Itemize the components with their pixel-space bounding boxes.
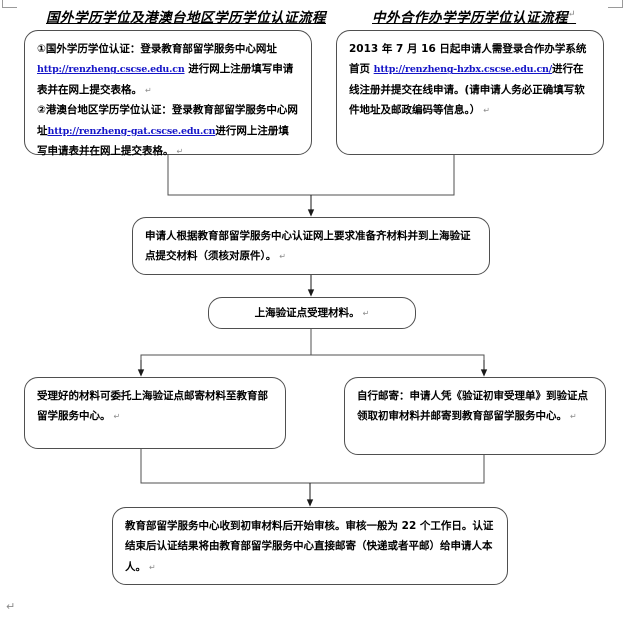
pilcrow-icon: ↵ (145, 85, 152, 95)
node-review-and-delivery: 教育部留学服务中心收到初审材料后开始审核。审核一般为 22 个工作日。认证结束后… (112, 507, 508, 585)
pilcrow-icon: ↵ (483, 106, 490, 116)
node-prepare-text: 申请人根据教育部留学服务中心认证网上要求准备齐材料并到上海验证点提交材料（须核对… (145, 230, 471, 263)
node-joint-text-a: 2013 年 7 月 16 日起申请人需登录合作办学系统首页 (349, 43, 587, 76)
link-renzheng-cscse[interactable]: http://renzheng.cscse.edu.cn (37, 64, 185, 76)
node-joint-text-b: 进行在线注册并提交在线申请。(请申请人务必正确填写软件地址及邮政编码等信息。） (349, 63, 585, 117)
pilcrow-icon: ↵ (362, 308, 370, 318)
title-joint-program-process: 中外合作办学学历学位认证流程↵ (372, 6, 577, 27)
page-paragraph-mark: ↵ (6, 600, 16, 613)
title-foreign-degree-process: 国外学历学位及港澳台地区学历学位认证流程 (46, 10, 326, 26)
node-review-text-wrap: 教育部留学服务中心收到初审材料后开始审核。审核一般为 22 个工作日。认证结束后… (125, 516, 495, 577)
node-accept-materials: 上海验证点受理材料。↵ (208, 297, 416, 329)
node-foreign-degree-registration: ①国外学历学位认证：登录教育部留学服务中心网址 http://renzheng.… (24, 30, 312, 157)
node-joint-program-registration: 2013 年 7 月 16 日起申请人需登录合作办学系统首页 http://re… (336, 30, 604, 155)
pilcrow-icon: ↵ (568, 9, 577, 20)
link-renzheng-hzbx-cscse[interactable]: http://renzheng-hzbx.cscse.edu.cn/ (373, 64, 553, 76)
node-review-text: 教育部留学服务中心收到初审材料后开始审核。审核一般为 22 个工作日。认证结束后… (125, 520, 494, 573)
node-entrust-mailing: 受理好的材料可委托上海验证点邮寄材料至教育部留学服务中心。↵ (24, 377, 286, 449)
pilcrow-icon: ↵ (279, 252, 286, 262)
title-joint-program-text: 中外合作办学学历学位认证流程 (372, 10, 568, 26)
page-crop-mark-top-left (2, 0, 17, 8)
pilcrow-icon: ↵ (149, 562, 156, 572)
node-foreign-line-1: ①国外学历学位认证：登录教育部留学服务中心网址 http://renzheng.… (37, 39, 299, 100)
node-foreign-line-2: ②港澳台地区学历学位认证：登录教育部留学服务中心网址http://renzhen… (37, 100, 299, 161)
node-accept-text-wrap: 上海验证点受理材料。↵ (255, 303, 370, 323)
node-selfmail-text-wrap: 自行邮寄：申请人凭《验证初审受理单》到验证点领取初审材料并邮寄到教育部留学服务中… (357, 386, 593, 427)
pilcrow-icon: ↵ (570, 412, 577, 422)
node-foreign-line1-text-a: ①国外学历学位认证：登录教育部留学服务中心网址 (37, 43, 277, 55)
node-self-mailing: 自行邮寄：申请人凭《验证初审受理单》到验证点领取初审材料并邮寄到教育部留学服务中… (344, 377, 606, 455)
node-prepare-text-wrap: 申请人根据教育部留学服务中心认证网上要求准备齐材料并到上海验证点提交材料（须核对… (145, 226, 477, 267)
page-crop-mark-top-right (608, 0, 623, 8)
node-entrust-text-wrap: 受理好的材料可委托上海验证点邮寄材料至教育部留学服务中心。↵ (37, 386, 273, 427)
node-foreign-line2-text-a: ②港澳台地区学历学位认证：登录教育部留学服务中心网址 (37, 104, 298, 137)
pilcrow-icon: ↵ (176, 147, 184, 157)
node-foreign-line1-text-b: 进行网上注册填写申请表并在网上提交表格。 (37, 63, 294, 96)
node-selfmail-text: 自行邮寄：申请人凭《验证初审受理单》到验证点领取初审材料并邮寄到教育部留学服务中… (357, 390, 588, 423)
node-prepare-materials: 申请人根据教育部留学服务中心认证网上要求准备齐材料并到上海验证点提交材料（须核对… (132, 217, 490, 275)
node-entrust-text: 受理好的材料可委托上海验证点邮寄材料至教育部留学服务中心。 (37, 390, 268, 423)
node-accept-text: 上海验证点受理材料。 (254, 306, 360, 319)
node-foreign-line2-text-b: 进行网上注册填写申请表并在网上提交表格。 (37, 124, 289, 158)
node-joint-text: 2013 年 7 月 16 日起申请人需登录合作办学系统首页 http://re… (349, 39, 591, 121)
link-renzheng-gat-cscse[interactable]: http://renzheng-gat.cscse.edu.cn (47, 125, 216, 137)
pilcrow-icon: ↵ (113, 412, 121, 422)
